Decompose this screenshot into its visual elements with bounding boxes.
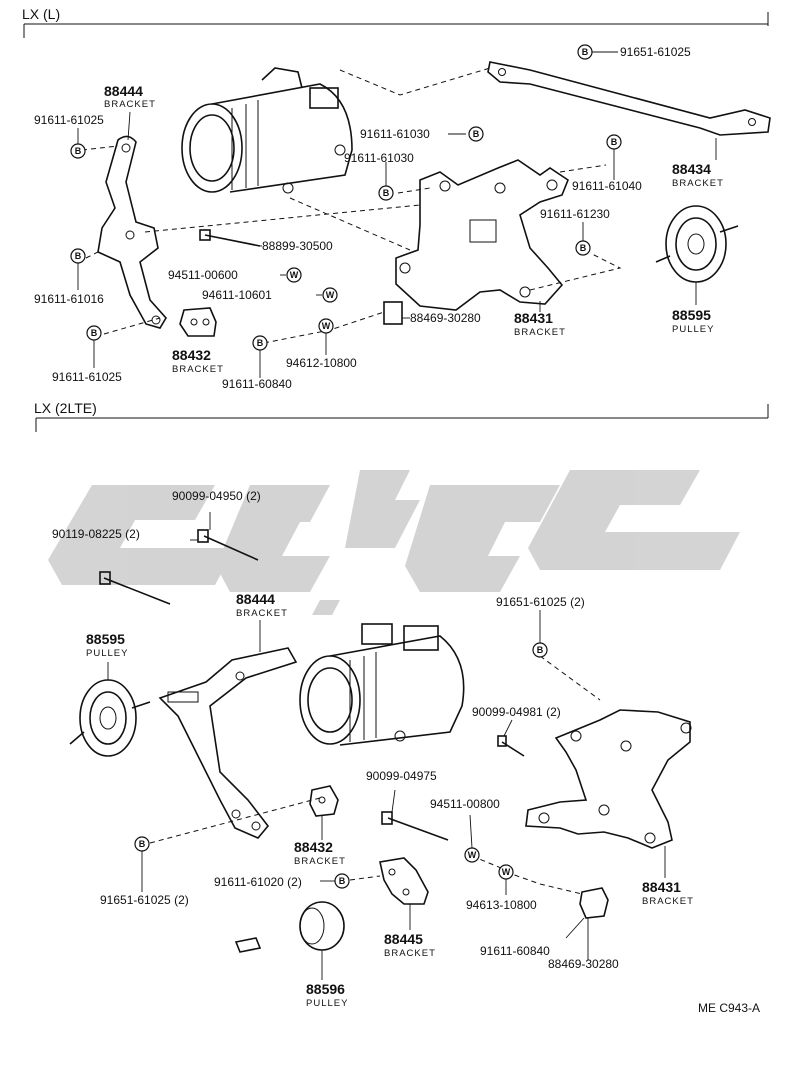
label-88595-bottom: 88595	[86, 631, 125, 647]
svg-text:B: B	[257, 338, 264, 348]
label-88432-bottom-sub: BRACKET	[294, 856, 346, 867]
label-88595-bottom-sub: PULLEY	[86, 648, 128, 659]
label-91611-61025-a: 91611-61025	[34, 113, 104, 127]
compressor-bottom	[299, 623, 465, 746]
dashed-leaders-top	[81, 67, 622, 344]
label-88432-top: 88432	[172, 347, 211, 363]
svg-text:B: B	[75, 146, 82, 156]
svg-text:B: B	[473, 129, 480, 139]
label-91651-61025-top: 91651-61025	[620, 45, 691, 59]
label-88595-top-sub: PULLEY	[672, 324, 714, 335]
pulley-88596-bottom	[234, 901, 345, 953]
section-frame-top: LX (L)	[22, 6, 769, 38]
label-91611-61040: 91611-61040	[572, 179, 642, 193]
label-88434: 88434	[672, 161, 711, 177]
label-91611-60840-bottom: 91611-60840	[480, 944, 550, 958]
label-88432-bottom: 88432	[294, 839, 333, 855]
svg-text:B: B	[383, 188, 390, 198]
label-88431-bottom-sub: BRACKET	[642, 896, 694, 907]
label-88434-sub: BRACKET	[672, 178, 724, 189]
label-94611-10601: 94611-10601	[202, 288, 272, 302]
label-88444-top: 88444	[104, 83, 143, 99]
section-title-bottom: LX (2LTE)	[34, 400, 97, 416]
label-91611-61230: 91611-61230	[540, 207, 610, 221]
label-91611-61025-b: 91611-61025	[52, 370, 122, 384]
bolt-symbols	[70, 44, 622, 889]
bracket-88444-top	[97, 135, 167, 329]
labels-bottom: 90099-04950 (2) 90119-08225 (2) 88595 PU…	[52, 489, 694, 1009]
pulley-88595-bottom	[69, 679, 151, 757]
svg-text:W: W	[468, 850, 477, 860]
svg-text:B: B	[91, 328, 98, 338]
label-90099-04975: 90099-04975	[366, 769, 437, 783]
spacer-88469-bottom	[579, 887, 609, 919]
label-88444-top-sub: BRACKET	[104, 99, 156, 110]
svg-text:B: B	[75, 251, 82, 261]
labels-top: 88444 BRACKET 91611-61025 91611-61016 91…	[34, 45, 724, 391]
watermark-logo	[48, 470, 740, 615]
spacer-88469-top	[383, 301, 403, 325]
label-88444-bottom-sub: BRACKET	[236, 608, 288, 619]
svg-text:B: B	[537, 645, 544, 655]
section-title-top: LX (L)	[22, 6, 60, 22]
svg-text:B: B	[611, 137, 618, 147]
label-90119-08225: 90119-08225 (2)	[52, 527, 140, 541]
footer-code: ME C943-A	[698, 1001, 760, 1015]
svg-text:B: B	[339, 876, 346, 886]
label-88596: 88596	[306, 981, 345, 997]
label-91611-61030-a: 91611-61030	[360, 127, 430, 141]
bracket-88432-top	[179, 307, 217, 337]
label-leaders	[77, 51, 717, 980]
label-91611-61016: 91611-61016	[34, 292, 104, 306]
compressor-top	[181, 67, 353, 194]
pulley-88595-top	[655, 205, 739, 283]
label-91651-61025-bot-b: 91651-61025 (2)	[100, 893, 189, 907]
label-91611-61020: 91611-61020 (2)	[214, 875, 302, 889]
label-88899-30500: 88899-30500	[262, 239, 333, 253]
washer-symbol-letters: W W W W W	[290, 270, 511, 877]
bolt-88899-top	[199, 229, 261, 247]
bracket-88444-bottom	[158, 647, 298, 839]
bolts-bottom	[99, 529, 525, 841]
label-94612-10800: 94612-10800	[286, 356, 357, 370]
washer-symbols	[286, 267, 514, 880]
label-91611-60840-top: 91611-60840	[222, 377, 292, 391]
label-94511-00800: 94511-00800	[430, 797, 500, 811]
bracket-88434-top	[487, 61, 771, 136]
label-88445: 88445	[384, 931, 423, 947]
label-88596-sub: PULLEY	[306, 998, 348, 1009]
svg-text:W: W	[322, 321, 331, 331]
bracket-88445-bottom	[379, 857, 429, 905]
svg-text:B: B	[580, 243, 587, 253]
label-90099-04981: 90099-04981 (2)	[472, 705, 561, 719]
label-88432-top-sub: BRACKET	[172, 364, 224, 375]
bolt-symbol-letters: B B B B B B B B B B B B	[75, 47, 618, 886]
label-88469-30280-top: 88469-30280	[410, 311, 481, 325]
label-88431-bottom: 88431	[642, 879, 681, 895]
svg-text:W: W	[290, 270, 299, 280]
label-94613-10800: 94613-10800	[466, 898, 537, 912]
label-88431-top-sub: BRACKET	[514, 327, 566, 338]
label-91611-61030-b: 91611-61030	[344, 151, 414, 165]
svg-text:B: B	[139, 839, 146, 849]
section-frame-bottom: LX (2LTE)	[34, 400, 769, 432]
svg-text:W: W	[326, 290, 335, 300]
svg-text:B: B	[582, 47, 589, 57]
label-88445-sub: BRACKET	[384, 948, 436, 959]
svg-text:W: W	[502, 867, 511, 877]
label-91651-61025-top-b: 91651-61025 (2)	[496, 595, 585, 609]
label-88595-top: 88595	[672, 307, 711, 323]
bracket-88432-bottom	[309, 785, 339, 817]
bracket-88431-top	[395, 159, 569, 311]
bracket-88431-bottom	[525, 709, 692, 849]
label-94511-00600: 94511-00600	[168, 268, 238, 282]
label-88431-top: 88431	[514, 310, 553, 326]
label-88469-30280-bottom: 88469-30280	[548, 957, 619, 971]
label-90099-04950: 90099-04950 (2)	[172, 489, 261, 503]
label-88444-bottom: 88444	[236, 591, 275, 607]
